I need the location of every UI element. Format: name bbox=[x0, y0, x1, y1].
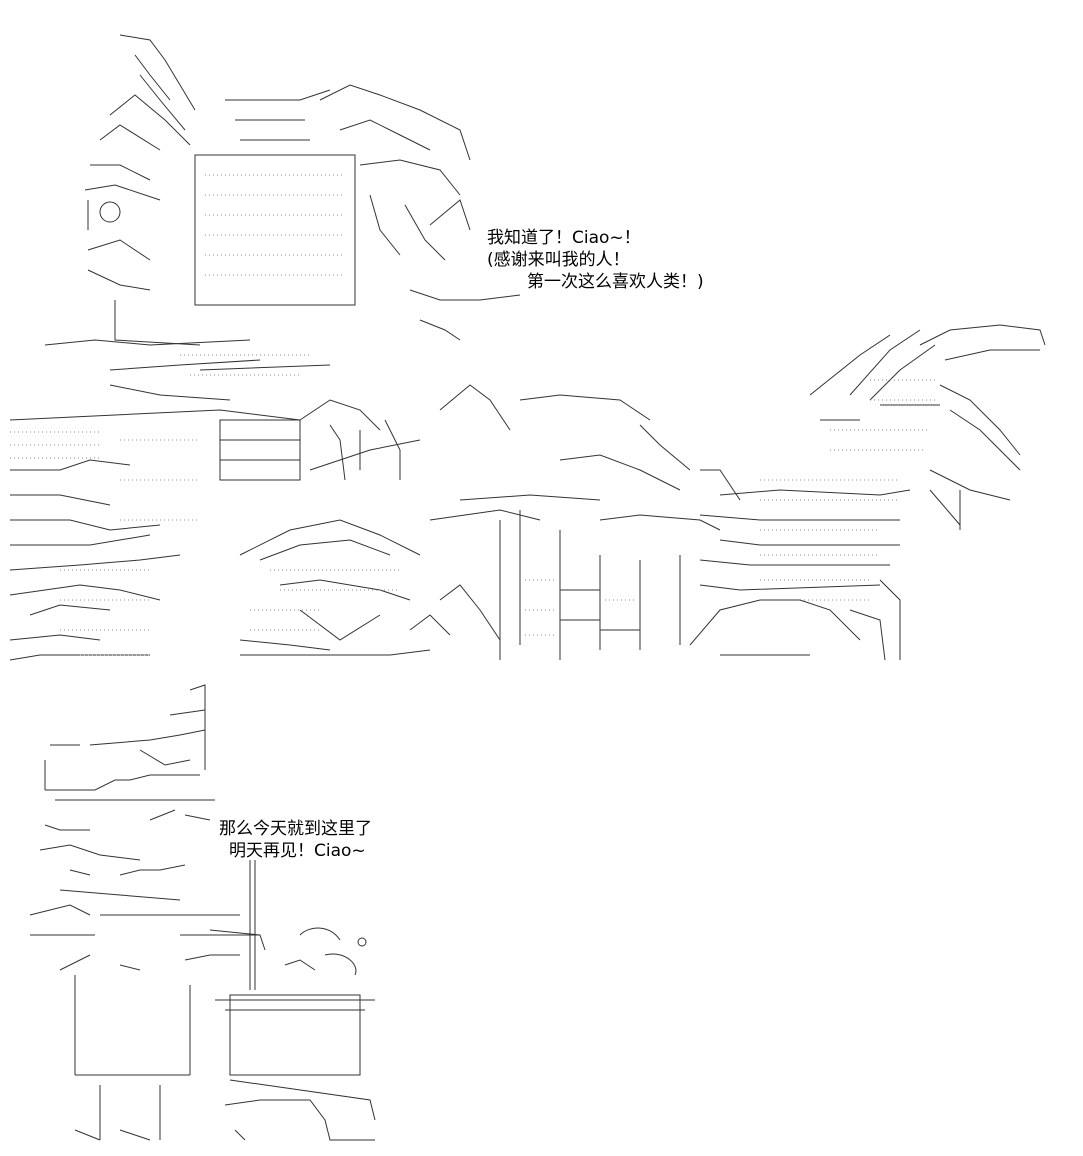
upper-scene bbox=[9, 34, 1046, 661]
lower-scene bbox=[29, 684, 376, 1141]
speech-bottom-line-2: 明天再见！Ciao~ bbox=[229, 841, 366, 861]
speech-top-line-1: 我知道了！Ciao~！ bbox=[487, 228, 641, 248]
speech-bottom-line-1: 那么今天就到这里了 bbox=[219, 819, 372, 839]
speech-top: 我知道了！Ciao~！ (感谢来叫我的人！ 第一次这么喜欢人类！) bbox=[487, 227, 704, 293]
speech-bottom: 那么今天就到这里了 明天再见！Ciao~ bbox=[219, 818, 372, 862]
speech-top-line-3: 第一次这么喜欢人类！) bbox=[527, 272, 704, 292]
speech-top-line-2: (感谢来叫我的人！ bbox=[487, 250, 630, 270]
